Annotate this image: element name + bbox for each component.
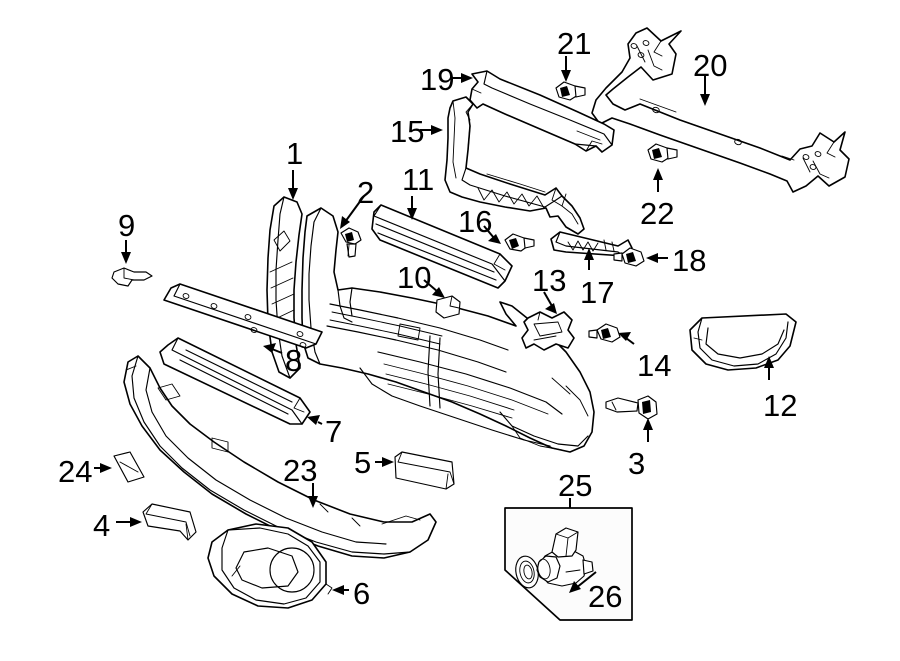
- callout-number-23[interactable]: 23: [283, 453, 318, 488]
- part-16-push-pin-retainer-2: [504, 233, 535, 252]
- part-15-radiator-support-upper: [444, 96, 585, 235]
- part-7-lower-grille: [159, 337, 311, 425]
- callout-number-19[interactable]: 19: [420, 62, 455, 97]
- part-2-push-pin-retainer: [340, 227, 362, 258]
- part-13-reinforcement-bracket: [521, 311, 575, 351]
- part-23-lower-valance-spoiler: [123, 355, 437, 559]
- part-10-emblem-nut: [435, 295, 461, 319]
- part-8-license-plate-bracket: [163, 283, 323, 349]
- leader-lines: [94, 56, 774, 595]
- callout-number-7[interactable]: 7: [325, 414, 343, 449]
- part-19-hood-latch-support: [469, 70, 615, 153]
- part-5-filler-panel: [394, 451, 455, 490]
- callout-number-2[interactable]: 2: [357, 175, 375, 210]
- callout-number-22[interactable]: 22: [640, 196, 675, 231]
- part-17-air-deflector-bracket: [550, 231, 633, 257]
- part-11-upper-grille-molding: [371, 204, 513, 289]
- part-9-clip-bracket: [111, 267, 153, 287]
- part-4-tow-hook-cover: [142, 503, 197, 541]
- callout-number-18[interactable]: 18: [672, 243, 707, 278]
- part-26-park-assist-sensor: [515, 527, 594, 589]
- callout-number-24[interactable]: 24: [58, 454, 93, 489]
- callout-number-25[interactable]: 25: [558, 468, 593, 503]
- callout-number-4[interactable]: 4: [93, 508, 111, 543]
- callout-number-8[interactable]: 8: [285, 343, 303, 378]
- callout-number-20[interactable]: 20: [693, 48, 728, 83]
- callout-number-1[interactable]: 1: [286, 136, 304, 171]
- callout-number-17[interactable]: 17: [580, 275, 615, 310]
- callout-number-16[interactable]: 16: [458, 204, 493, 239]
- part-21-bolt-flange: [555, 81, 586, 101]
- part-22-bolt-flange-2: [647, 143, 678, 163]
- callout-number-9[interactable]: 9: [118, 208, 136, 243]
- callout-number-12[interactable]: 12: [763, 388, 798, 423]
- part-14-screw-bolt-small: [588, 323, 621, 343]
- part-24-tow-eye-cover: [113, 451, 145, 483]
- part-12-side-molding: [689, 313, 797, 371]
- callout-number-21[interactable]: 21: [557, 26, 592, 61]
- callout-number-11[interactable]: 11: [402, 162, 435, 197]
- part-3-screw-bolt: [605, 395, 658, 420]
- callout-number-3[interactable]: 3: [628, 446, 646, 481]
- callout-number-6[interactable]: 6: [353, 576, 371, 611]
- part-18-screw-bolt-2: [613, 247, 645, 267]
- part-6-fog-lamp-bezel: [207, 523, 333, 609]
- callout-number-5[interactable]: 5: [354, 445, 372, 480]
- callout-number-14[interactable]: 14: [637, 348, 672, 383]
- callout-number-26[interactable]: 26: [588, 579, 623, 614]
- callout-number-13[interactable]: 13: [532, 263, 567, 298]
- callout-number-15[interactable]: 15: [390, 114, 425, 149]
- callout-number-10[interactable]: 10: [397, 260, 432, 295]
